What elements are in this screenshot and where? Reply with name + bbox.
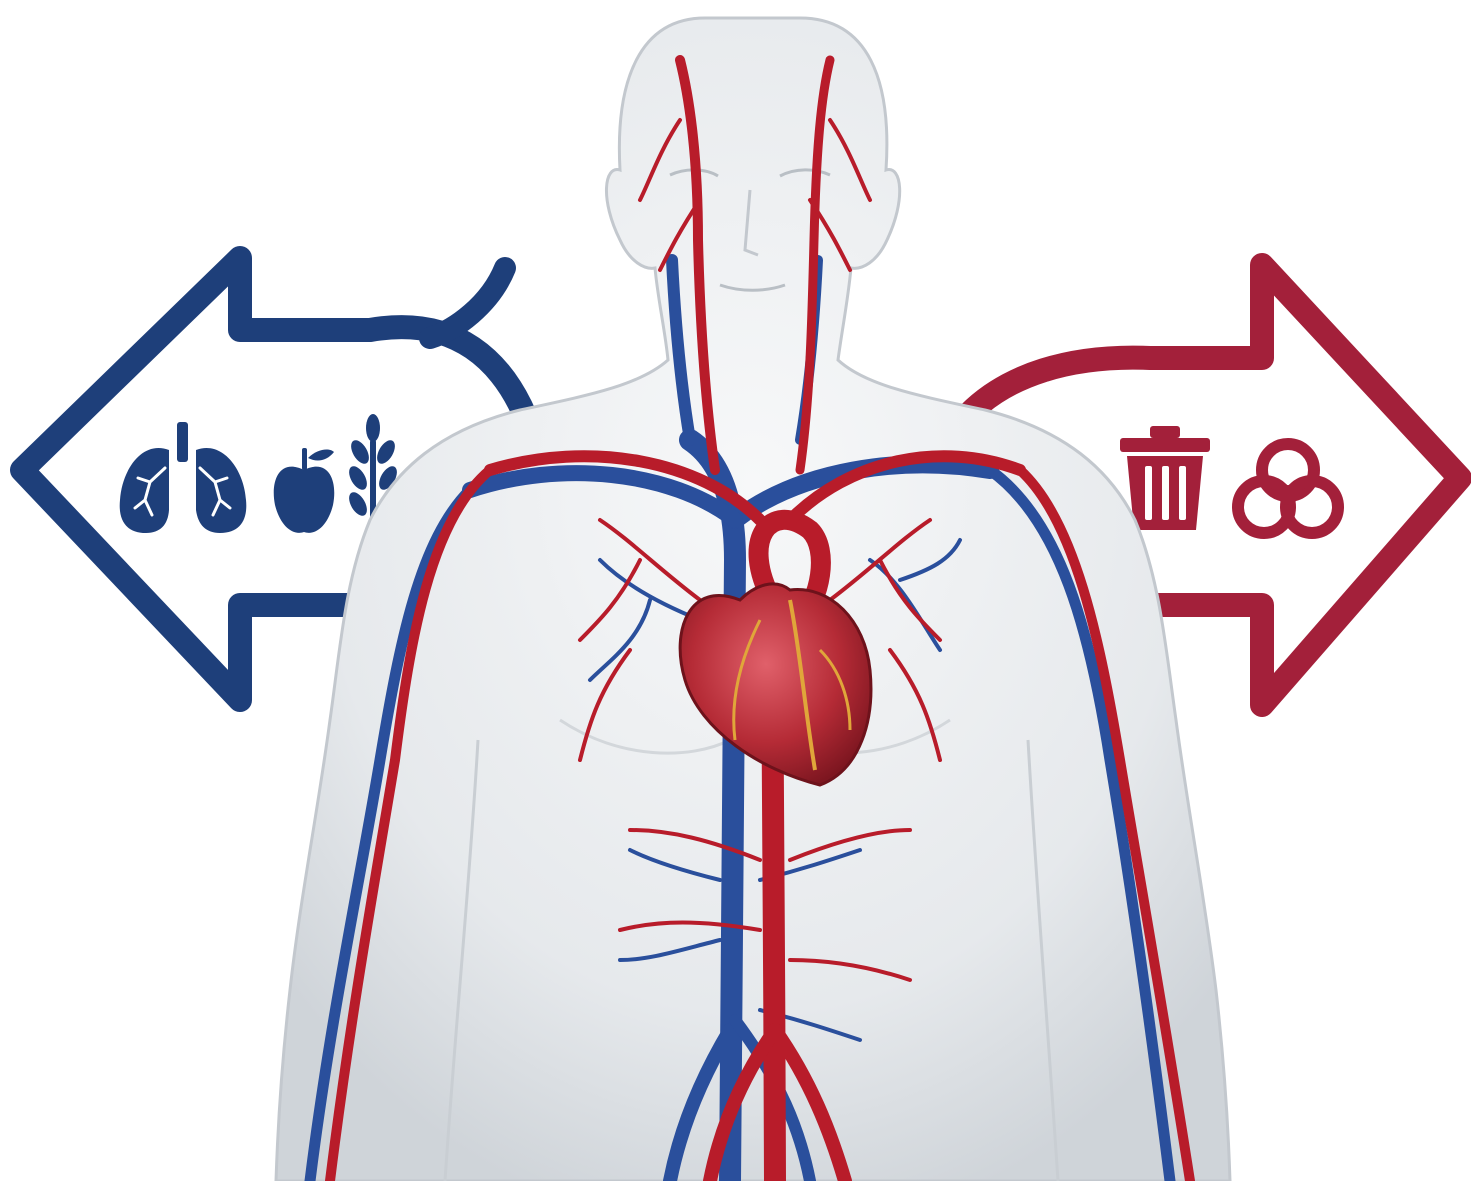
apple-icon — [274, 448, 335, 533]
lungs-icon — [120, 422, 247, 533]
biohazard-icon — [1238, 444, 1338, 533]
